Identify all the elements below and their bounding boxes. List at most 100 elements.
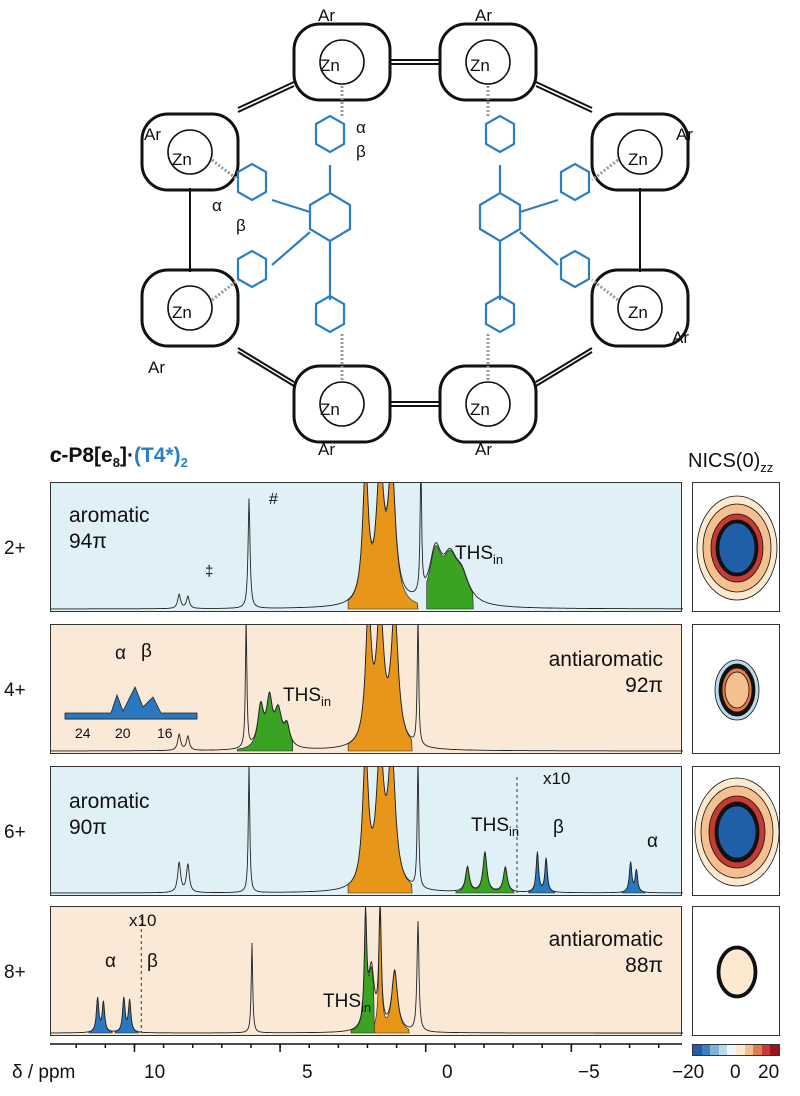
ths-label: THSin <box>471 815 520 839</box>
complex-main-sub: 8 <box>112 455 120 471</box>
porphyrin-core <box>617 129 663 175</box>
alpha-label: α <box>356 118 366 137</box>
pyridine-ring <box>559 162 591 202</box>
scale-label: x10 <box>129 911 157 930</box>
hash-mark: # <box>269 491 278 508</box>
alkyne-arm <box>519 198 559 214</box>
spectrum-peak-fill <box>88 997 113 1034</box>
complex-main: c-P8[e <box>49 444 113 467</box>
butadiyne-link <box>237 81 295 109</box>
pyridine-ring <box>314 114 346 154</box>
butadiyne-link <box>535 85 593 113</box>
spectrum-panel-2plus: aromatic 94π THSin ‡ # <box>50 482 683 612</box>
colorbar-segment <box>693 1045 702 1055</box>
spectrum-panel-6plus: aromatic 90π THSin x10 β α <box>50 766 683 896</box>
spectrum-panel-4plus: antiaromatic 92π THSin α β 24 20 16 <box>50 624 683 754</box>
alpha-label: α <box>212 196 222 215</box>
x-tick-label: −5 <box>578 1062 600 1083</box>
colorbar <box>692 1044 780 1056</box>
zn-label: Zn <box>470 56 490 75</box>
electron-count: 94π <box>69 530 107 553</box>
beta-label: β <box>236 216 246 235</box>
ar-label: Ar <box>672 328 689 347</box>
zn-label: Zn <box>172 303 192 322</box>
porphyrin-core <box>167 129 213 175</box>
x-axis-label: δ / ppm <box>12 1062 76 1083</box>
ths-label: THSin <box>323 991 372 1015</box>
zn-label: Zn <box>628 150 648 169</box>
porphyrin-core <box>465 381 511 427</box>
ths-label: THSin <box>455 543 504 567</box>
porphyrin-core <box>617 285 663 331</box>
colorbar-segment <box>710 1045 719 1055</box>
porphyrin-core <box>319 39 365 85</box>
colorbar-segment <box>701 1045 711 1055</box>
beta-label: β <box>553 817 564 838</box>
x-tick-label: 0 <box>442 1062 453 1083</box>
porphyrin-core <box>465 39 511 85</box>
butadiyne-link <box>237 85 295 113</box>
butadiyne-link <box>237 351 295 387</box>
colorbar-tick: 20 <box>758 1062 780 1083</box>
charge-label: 2+ <box>4 538 26 559</box>
pyridine-ring <box>236 162 268 202</box>
alkyne-arm <box>271 198 311 214</box>
colorbar-segment <box>753 1045 762 1055</box>
pyridine-ring <box>236 249 268 289</box>
spectrum-baseline <box>51 907 683 1034</box>
ar-label: Ar <box>676 125 693 144</box>
butadiyne-link <box>535 347 593 383</box>
ar-label: Ar <box>475 440 492 459</box>
complex-guest: (T4*) <box>133 444 181 467</box>
complex-close: ]· <box>119 444 134 467</box>
x-tick-label: 5 <box>302 1062 313 1083</box>
electron-count: 92π <box>625 674 663 697</box>
spectrum-panel-8plus: antiaromatic 88π THSin x10 α β <box>50 906 683 1036</box>
nics-map-2plus <box>692 482 780 612</box>
scale-label: x10 <box>543 769 571 788</box>
zn-label: Zn <box>320 56 340 75</box>
ar-label: Ar <box>318 6 335 25</box>
complex-prefix-c: c <box>50 444 62 467</box>
inset-tick: 20 <box>115 725 131 741</box>
colorbar-segment <box>761 1045 771 1055</box>
colorbar-tick: 0 <box>730 1062 741 1083</box>
spectrum-peak-fill <box>455 852 515 894</box>
aromaticity-label: aromatic <box>69 504 150 527</box>
spectrum-baseline <box>51 767 683 894</box>
aromaticity-label: aromatic <box>69 790 150 813</box>
complex-guest-sub: 2 <box>180 455 188 471</box>
colorbar-segment <box>770 1045 779 1055</box>
colorbar-segment <box>744 1045 754 1055</box>
beta-label: β <box>147 951 158 972</box>
spectrum-peak-fill <box>528 852 556 894</box>
zn-label: Zn <box>628 303 648 322</box>
porphyrin-core <box>319 381 365 427</box>
spectrum-peak-fill <box>347 767 413 894</box>
spectrum-trace <box>51 767 683 894</box>
zn-label: Zn <box>172 150 192 169</box>
ar-label: Ar <box>144 125 161 144</box>
colorbar-segment <box>718 1045 728 1055</box>
nics-contour <box>718 522 756 574</box>
porphyrin-core <box>167 285 213 331</box>
molecular-structure <box>140 22 690 444</box>
alkyne-arm <box>519 231 559 266</box>
ar-label: Ar <box>148 358 165 377</box>
complex-label: cc-P8[e8]·(T4*)2 <box>50 444 188 470</box>
alkyne-arm <box>271 231 311 266</box>
butadiyne-link <box>535 351 593 387</box>
ar-label: Ar <box>475 6 492 25</box>
inset-tick: 16 <box>157 725 173 741</box>
inset-tick: 24 <box>75 725 91 741</box>
coordination-bond <box>591 158 619 182</box>
x-tick-label: 10 <box>144 1062 166 1083</box>
colorbar-segment <box>735 1045 745 1055</box>
nics-title: NICS(0)zz <box>688 450 774 475</box>
coordination-bond <box>211 158 239 182</box>
charge-label: 6+ <box>4 822 26 843</box>
zn-label: Zn <box>470 400 490 419</box>
nics-map-8plus <box>692 906 780 1036</box>
aromaticity-label: antiaromatic <box>548 648 663 671</box>
zn-label: Zn <box>320 400 340 419</box>
